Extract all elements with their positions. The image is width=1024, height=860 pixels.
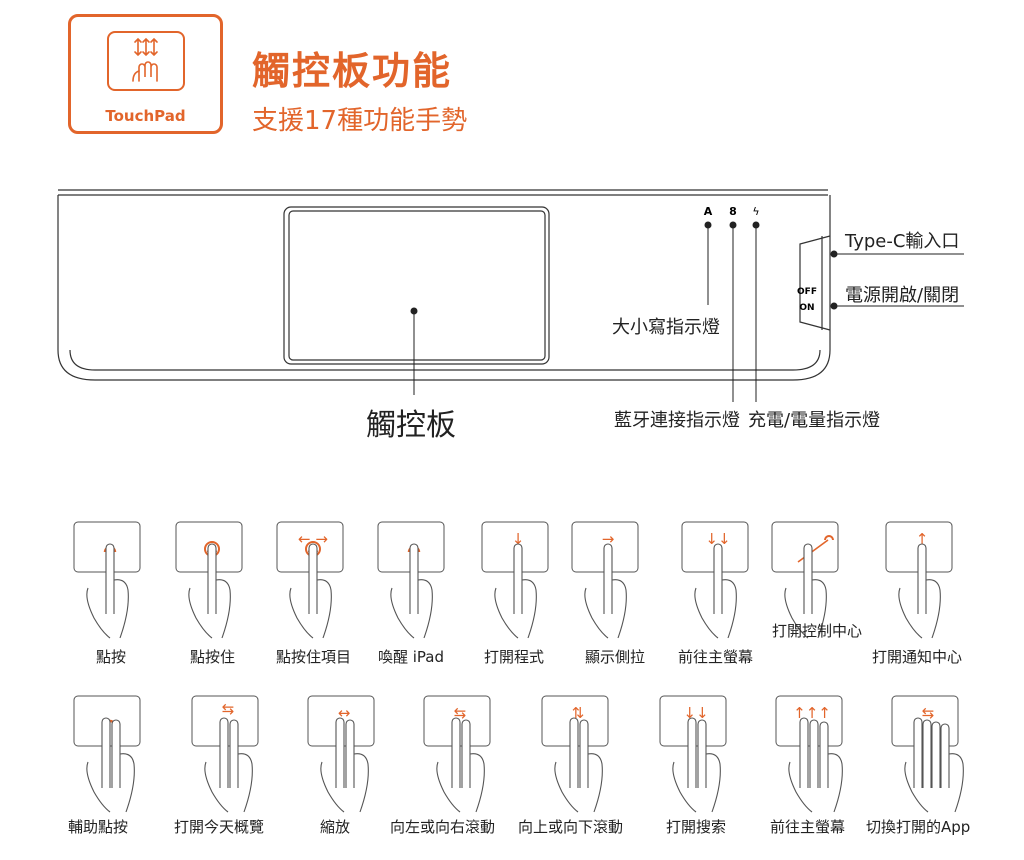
gesture-label: 打開程式 (484, 648, 545, 666)
gesture-label: 喚醒 iPad (378, 648, 445, 666)
gesture-label: 向上或向下滾動 (518, 818, 624, 836)
gesture-label: 輔助點按 (68, 818, 129, 836)
switch-off-label: OFF (797, 287, 817, 297)
page-title: 觸控板功能 (252, 49, 453, 93)
power-switch-label: 電源開啟/關閉 (845, 285, 960, 306)
svg-text:↑↑↑: ↑↑↑ (793, 704, 831, 722)
svg-text:⇆: ⇆ (922, 704, 935, 722)
gesture-illustration (70, 518, 150, 639)
device-bottom-lip (69, 349, 821, 371)
svg-text:⇅: ⇅ (572, 704, 585, 722)
gesture-label: 打開控制中心 (772, 622, 863, 640)
gesture-label: 向左或向右滾動 (390, 818, 496, 836)
gesture-illustration (768, 518, 848, 639)
gesture-label: 顯示側拉 (585, 648, 646, 666)
touchpad-inner (288, 210, 546, 361)
touchpad-badge: TouchPad (68, 14, 223, 134)
gesture-label: 打開通知中心 (872, 648, 963, 666)
gesture-illustration: ↑ (882, 518, 962, 639)
gesture-illustration: ⇆ (420, 692, 500, 813)
gesture-label: 前往主螢幕 (770, 818, 846, 836)
touchpad-label: 觸控板 (366, 408, 456, 443)
gesture-illustration: ← → (273, 518, 353, 639)
gesture-label: 切換打開的App (866, 818, 971, 836)
svg-text:↓↓: ↓↓ (705, 530, 730, 548)
gesture-illustration: ↔ (304, 692, 384, 813)
gesture-label: 前往主螢幕 (678, 648, 754, 666)
switch-on-label: ON (799, 303, 814, 313)
svg-text:↓↓: ↓↓ (683, 704, 708, 722)
touchpad-outer (283, 206, 550, 365)
gesture-illustration: ↓↓ (678, 518, 758, 639)
badge-label: TouchPad (105, 107, 186, 125)
charge-indicator-letter: ϟ (752, 205, 759, 218)
hand-swipe-icon (107, 31, 185, 91)
gesture-label: 打開搜索 (666, 818, 727, 836)
gesture-illustration (172, 518, 252, 639)
svg-text:← →: ← → (298, 530, 328, 548)
gesture-illustration: ↓↓ (656, 692, 736, 813)
charge-indicator-label: 充電/電量指示燈 (748, 410, 881, 431)
caps-indicator-letter: A (704, 205, 713, 218)
gesture-illustration (374, 518, 454, 639)
bt-indicator-label: 藍牙連接指示燈 (614, 410, 740, 431)
gesture-label: 縮放 (320, 818, 351, 836)
svg-text:⇆: ⇆ (222, 700, 235, 718)
gesture-illustration: → (568, 518, 648, 639)
svg-text:↑: ↑ (916, 530, 929, 548)
gesture-label: 點按住項目 (276, 648, 352, 666)
svg-text:↓: ↓ (512, 530, 525, 548)
svg-text:↔: ↔ (338, 704, 351, 722)
gesture-label: 點按住 (190, 648, 236, 666)
gesture-illustration (70, 692, 150, 813)
bt-indicator-letter: 8 (729, 205, 737, 218)
device-body (57, 195, 831, 381)
power-switch-housing (799, 235, 831, 331)
gesture-illustration: ⇆ (188, 692, 268, 813)
gesture-illustration: ↓ (478, 518, 558, 639)
typec-port-label: Type-C輸入口 (845, 231, 960, 252)
gesture-label: 點按 (96, 648, 127, 666)
page-subtitle: 支援17種功能手勢 (252, 106, 468, 136)
keyboard-device-diagram: A 8 ϟ OFF ON (57, 189, 964, 402)
gesture-illustration: ⇆ (888, 692, 968, 813)
svg-text:⇆: ⇆ (454, 704, 467, 722)
gesture-label: 打開今天概覽 (174, 818, 265, 836)
caps-indicator-label: 大小寫指示燈 (612, 317, 720, 338)
gesture-illustration: ⇅ (538, 692, 618, 813)
svg-text:→: → (602, 530, 615, 548)
gesture-illustration: ↑↑↑ (772, 692, 852, 813)
